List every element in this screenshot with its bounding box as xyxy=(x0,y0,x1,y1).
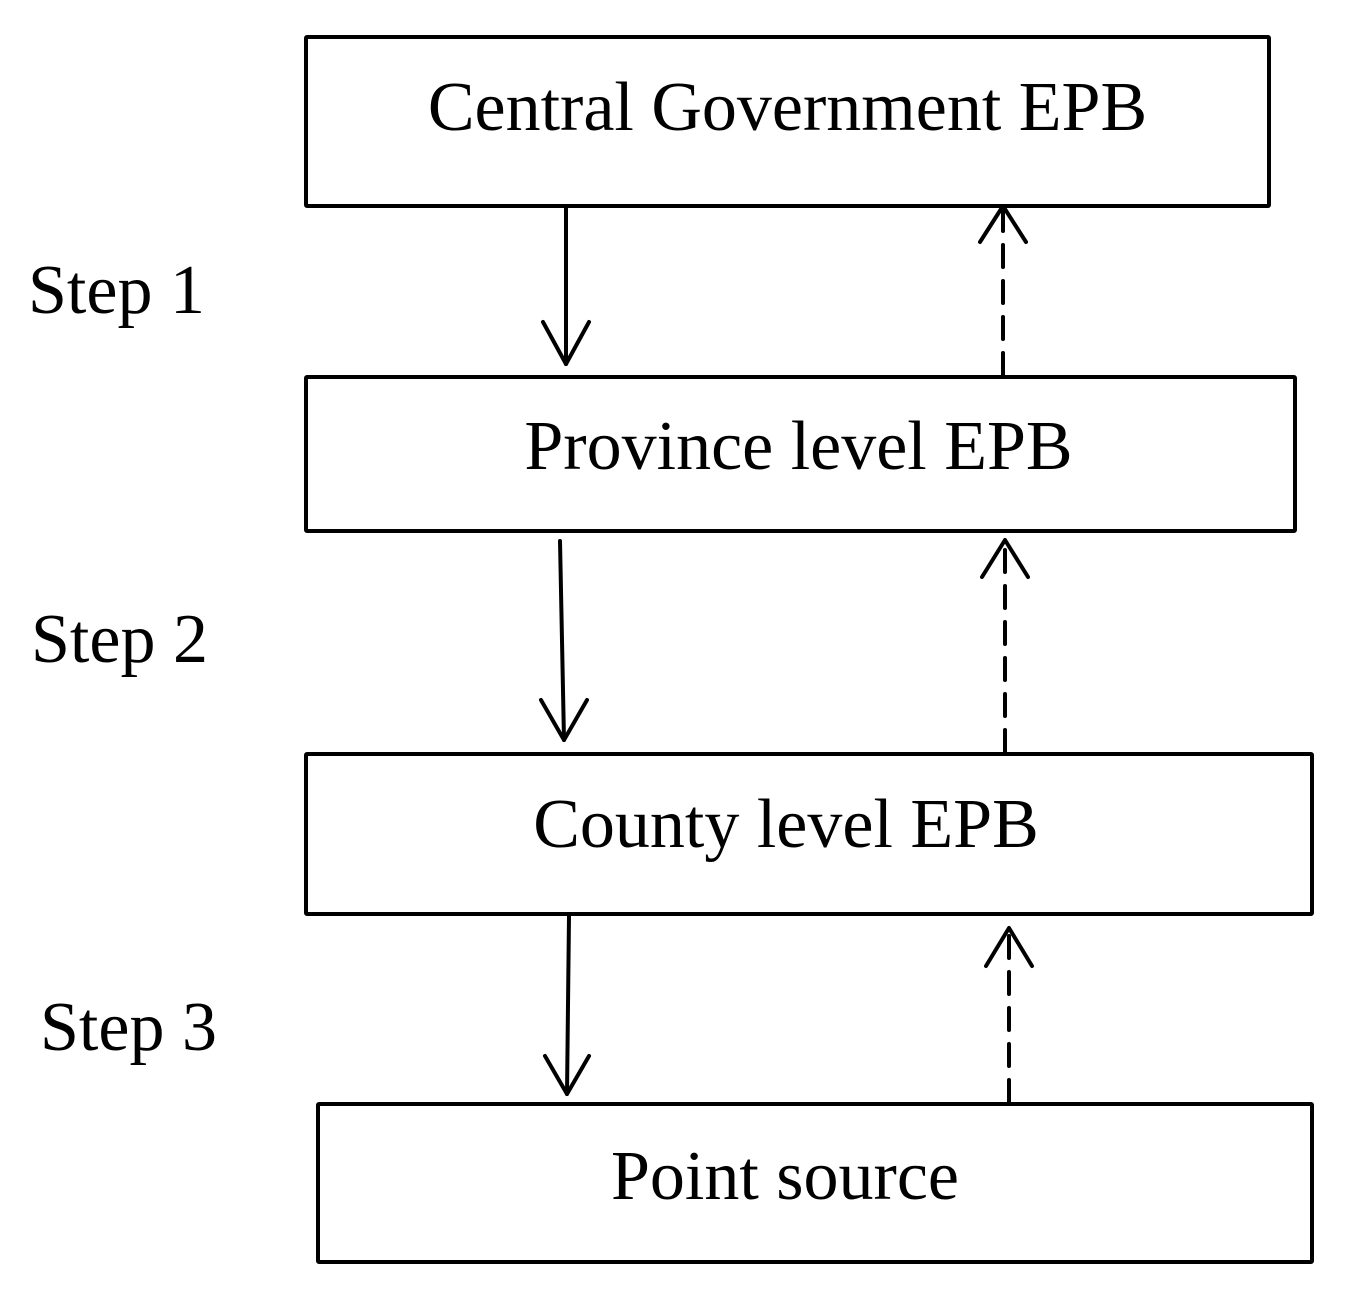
downward-arrow-step-2 xyxy=(539,539,589,742)
province-level-epb-label: Province level EPB xyxy=(524,408,1073,485)
point-source-box: Point source xyxy=(316,1102,1314,1264)
upward-dashed-arrow-step-2 xyxy=(980,538,1030,754)
county-level-epb-box: County level EPB xyxy=(304,752,1314,916)
point-source-label: Point source xyxy=(610,1138,960,1215)
province-level-epb-box: Province level EPB xyxy=(304,375,1297,533)
downward-arrow-step-3 xyxy=(543,914,591,1096)
step-1-label: Step 1 xyxy=(28,252,205,329)
upward-dashed-arrow-step-1 xyxy=(978,204,1028,377)
step-2-label: Step 2 xyxy=(31,601,208,678)
central-government-epb-label: Central Government EPB xyxy=(427,68,1148,146)
step-3-label: Step 3 xyxy=(40,989,217,1066)
county-level-epb-label: County level EPB xyxy=(533,786,1039,863)
downward-arrow-step-1 xyxy=(541,206,591,366)
central-government-epb-box: Central Government EPB xyxy=(304,35,1271,208)
upward-dashed-arrow-step-3 xyxy=(984,926,1034,1104)
